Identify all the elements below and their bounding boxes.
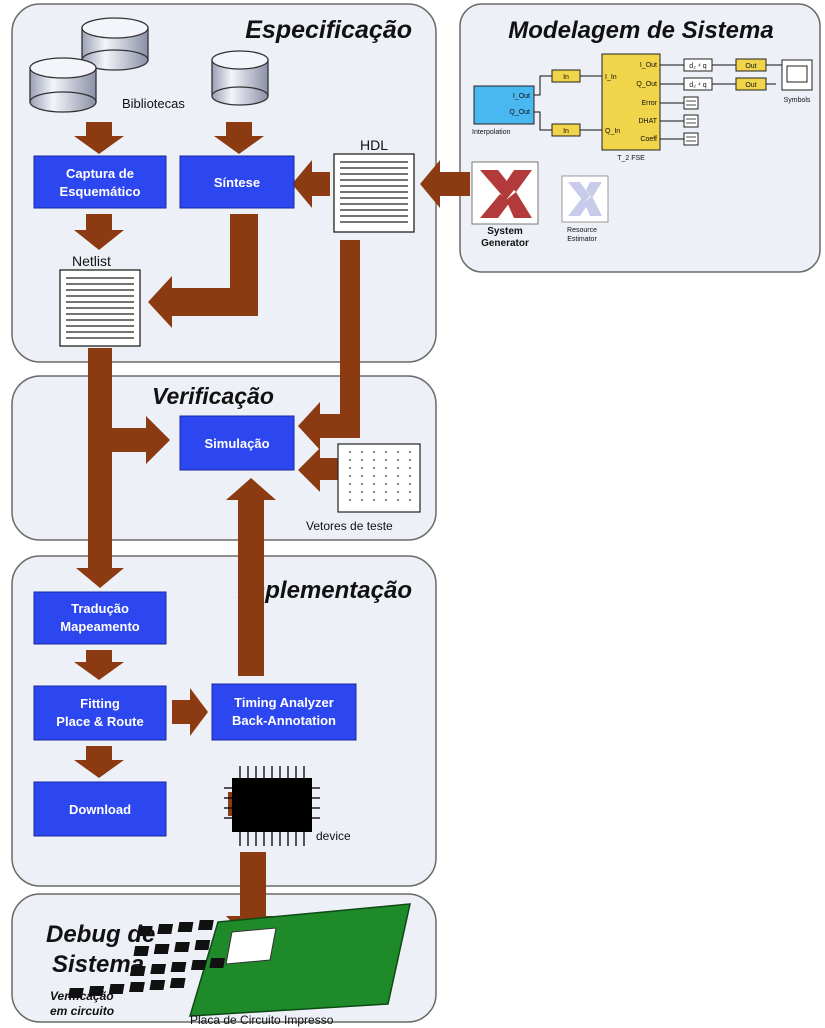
scope-icon-1[interactable] [683,96,699,110]
arrow-sintese-to-netlist [148,214,258,328]
arrow-fitting-to-timing [172,688,208,736]
system-generator-label-2: Generator [481,238,529,249]
arrow-libs-to-sintese [214,122,264,154]
resource-estimator-label-1: Resource [567,227,597,234]
fitting-box[interactable]: Fitting Place & Route [33,685,167,741]
arrow-hdl-to-simulacao [298,240,360,450]
sintese-label: Síntese [214,175,260,190]
bibliotecas-label: Bibliotecas [122,96,185,111]
arrow-fitting-to-download [74,746,124,778]
out-block-1-label: Out [745,63,756,70]
arrow-traducao-to-fitting [74,650,124,680]
arrow-hdl-to-sintese [292,160,330,208]
fse-label: T_2 FSE [617,155,645,162]
debug-title-line1: Debug de [46,921,155,948]
interp-i-out: I_Out [513,93,530,100]
timing-label-2: Back-Annotation [232,713,336,728]
fse-i-out: I_Out [640,62,657,69]
flow-arrows [74,122,470,944]
system-generator-logo-icon[interactable] [471,161,539,225]
scope-icon-2[interactable] [683,114,699,128]
out-block-2[interactable] [735,77,767,91]
captura-box[interactable]: Captura de Esquemático [33,155,167,209]
modelagem-title: Modelagem de Sistema [508,17,773,44]
symbols-label: Symbols [784,97,811,104]
netlist-label: Netlist [72,253,111,269]
interp-q-out: Q_Out [509,109,530,116]
in-block-1[interactable] [551,69,581,83]
system-model: I_Out Q_Out Interpolation In In I_In Q_I… [472,53,813,162]
quantizer-block-1[interactable] [683,58,713,72]
traducao-box[interactable]: Tradução Mapeamento [33,591,167,645]
arrow-libs-to-captura [74,122,124,154]
quantizer-1-label: d₂ ⁴ q [689,63,707,70]
vetores-label: Vetores de teste [306,519,393,533]
fse-i-in: I_In [605,74,617,81]
hdl-document-icon [333,153,415,233]
hdl-label: HDL [360,137,388,153]
sintese-box[interactable]: Síntese [179,155,295,209]
especificacao-title: Especificação [245,16,412,44]
captura-label-2: Esquemático [60,184,141,199]
in-block-2-label: In [563,128,569,135]
fse-coeff: Coeff [640,136,657,143]
arrow-vetores-to-simulacao [298,448,340,492]
timing-box[interactable]: Timing Analyzer Back-Annotation [211,683,357,741]
debug-title-line2: Sistema [52,951,144,978]
fse-error: Error [641,100,657,107]
download-box[interactable]: Download [33,781,167,837]
in-block-2[interactable] [551,123,581,137]
library-database-icon-3 [211,50,269,106]
traducao-label-1: Tradução [71,601,129,616]
arrow-timing-to-simulacao [226,478,276,676]
out-block-1[interactable] [735,58,767,72]
fse-block[interactable] [601,53,661,151]
captura-label-1: Captura de [66,166,134,181]
symbols-scope-icon[interactable] [781,59,813,91]
pcb-board-icon [68,903,411,1017]
test-vectors-icon [337,443,421,513]
fse-q-out: Q_Out [636,81,657,88]
arrow-captura-to-netlist [74,214,124,250]
device-chip-icon [224,766,320,846]
out-block-2-label: Out [745,82,756,89]
quantizer-2-label: d₂ ⁴ q [689,82,707,89]
resource-estimator-logo-icon[interactable] [561,175,609,223]
fse-q-in: Q_In [605,128,620,135]
system-generator-label-1: System [487,226,523,237]
placa-label: Placa de Circuito Impresso [190,1013,334,1027]
simulacao-box[interactable]: Simulação [179,415,295,471]
fitting-label-2: Place & Route [56,714,143,729]
quantizer-block-2[interactable] [683,77,713,91]
in-block-1-label: In [563,74,569,81]
verificacao-title: Verificação [152,383,274,409]
netlist-document-icon [59,269,141,347]
timing-label-1: Timing Analyzer [234,695,334,710]
library-database-icon-2 [29,57,97,113]
fitting-label-1: Fitting [80,696,120,711]
resource-estimator-label-2: Estimator [567,236,597,243]
simulacao-label: Simulação [204,436,269,451]
traducao-label-2: Mapeamento [60,619,140,634]
download-label: Download [69,802,131,817]
arrow-netlist-to-traducao [76,348,170,588]
fse-dhat: DHAT [638,118,657,125]
debug-subtitle-line2: em circuito [50,1004,114,1018]
interpolation-block[interactable] [473,85,535,125]
arrow-sysgen-to-hdl [420,160,470,208]
scope-icon-3[interactable] [683,132,699,146]
implementacao-title: Implementação [237,577,412,604]
library-database-icon-1 [81,17,149,71]
device-label: device [316,829,351,843]
interpolation-label: Interpolation [472,129,511,136]
